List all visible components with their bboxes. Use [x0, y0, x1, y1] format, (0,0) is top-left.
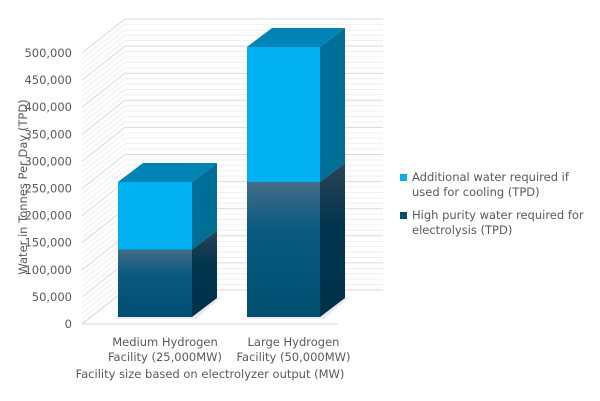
bar-side-1-0: [320, 163, 345, 317]
bar-front-0-1: [118, 182, 192, 250]
bar-side-0-1: [192, 163, 217, 250]
y-tick-label: 150,000: [24, 236, 72, 250]
legend-label-cooling: Additional water required if used for co…: [412, 170, 569, 199]
y-tick-label: 500,000: [24, 46, 72, 60]
y-tick-label: 50,000: [32, 290, 72, 304]
legend-swatch-electrolysis: [400, 212, 407, 219]
y-tick-label: 200,000: [24, 209, 72, 223]
bar-front-1-1: [247, 47, 320, 182]
y-tick-label: 0: [65, 317, 72, 331]
x-axis-title: Facility size based on electrolyzer outp…: [76, 367, 345, 381]
y-axis-ticks: 0 50,000 100,000 150,000 200,000 250,000 300,0…: [24, 46, 72, 331]
y-tick-label: 300,000: [24, 154, 72, 168]
y-tick-label: 350,000: [24, 127, 72, 141]
y-tick-label: 250,000: [24, 182, 72, 196]
bar-side-0-0: [192, 230, 217, 317]
x-category-label: Facility (25,000MW): [108, 350, 222, 364]
major-gridline: [81, 18, 383, 54]
y-tick-label: 400,000: [24, 100, 72, 114]
y-tick-label: 450,000: [24, 73, 72, 87]
legend: Additional water required if used for co…: [400, 170, 600, 246]
y-tick-label: 100,000: [24, 263, 72, 277]
bar-top-0: [118, 163, 217, 182]
floor-left-edge: [81, 289, 126, 325]
bar-front-1-0: [247, 182, 320, 317]
legend-swatch-cooling: [400, 174, 407, 181]
bar-side-1-1: [320, 28, 345, 182]
x-category-label: Facility (50,000MW): [237, 350, 351, 364]
x-category-label: Medium Hydrogen: [112, 335, 218, 349]
bars: [114, 28, 349, 319]
minor-gridline: [81, 23, 383, 59]
legend-label-electrolysis: High purity water required for electroly…: [412, 208, 584, 237]
bar-top-1: [247, 28, 345, 47]
y-axis-title: Water in Tonnes Per Day (TPD): [16, 99, 30, 274]
x-category-label: Large Hydrogen: [248, 335, 340, 349]
legend-item-cooling: Additional water required if used for co…: [400, 170, 600, 200]
legend-item-electrolysis: High purity water required for electroly…: [400, 208, 600, 238]
bar-front-0-0: [118, 249, 192, 317]
